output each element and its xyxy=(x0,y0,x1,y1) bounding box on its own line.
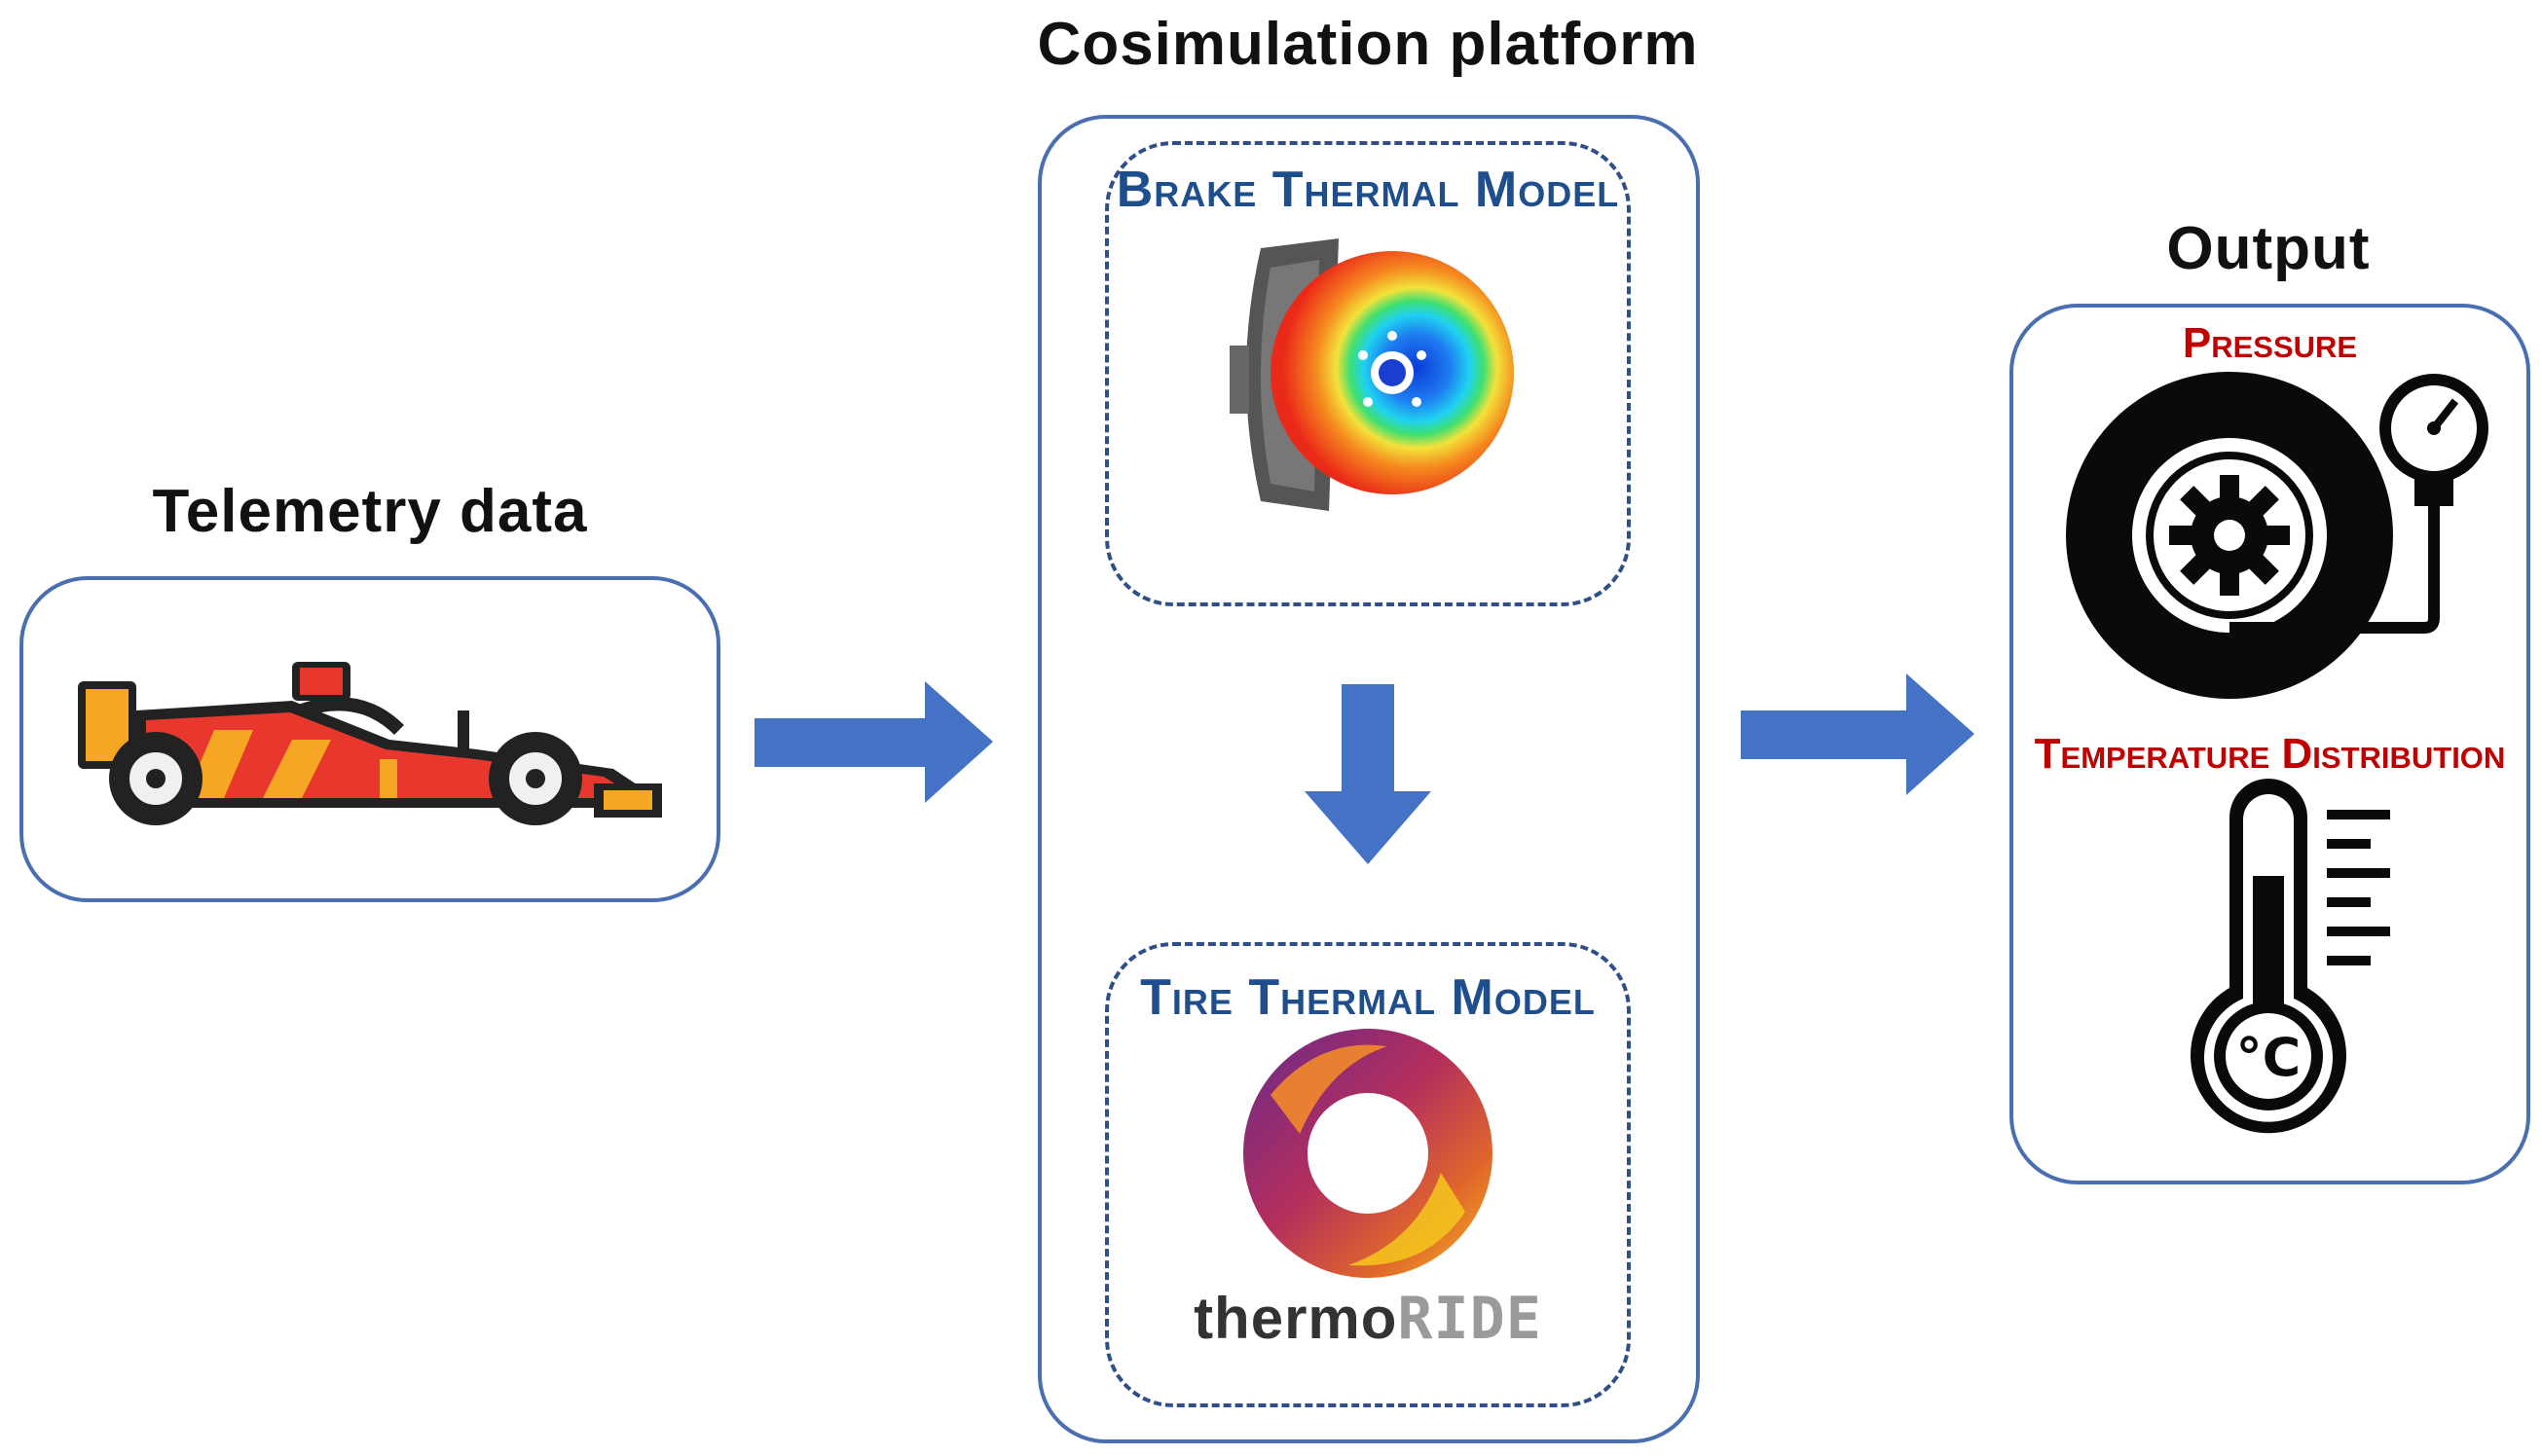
brake-disc-icon xyxy=(1230,238,1514,511)
brake-model-title: Brake Thermal Model xyxy=(1116,162,1620,218)
tire-model-box xyxy=(1105,942,1631,1407)
svg-text:°C: °C xyxy=(2236,1027,2302,1088)
pressure-title: Pressure xyxy=(2182,319,2358,367)
thermoride-text-light: RIDE xyxy=(1397,1285,1542,1353)
thermoride-wordmark: thermoRIDE xyxy=(1144,1285,1592,1353)
arrow-right-1 xyxy=(755,681,993,803)
thermoride-logo-icon xyxy=(1243,1029,1492,1278)
arrow-down xyxy=(1305,684,1431,864)
output-heading: Output xyxy=(2166,215,2371,282)
tire-model-title: Tire Thermal Model xyxy=(1140,969,1596,1026)
telemetry-heading: Telemetry data xyxy=(152,478,588,545)
race-car-icon xyxy=(78,662,662,825)
thermometer-icon: °C xyxy=(2191,779,2390,1134)
thermoride-text-dark: thermo xyxy=(1194,1286,1398,1351)
tire-pressure-gauge-icon xyxy=(2066,372,2488,699)
temperature-title: Temperature Distribution xyxy=(2034,730,2506,778)
brake-model-box xyxy=(1105,141,1631,606)
arrow-right-2 xyxy=(1741,673,1974,795)
cosimulation-heading: Cosimulation platform xyxy=(1037,11,1699,78)
